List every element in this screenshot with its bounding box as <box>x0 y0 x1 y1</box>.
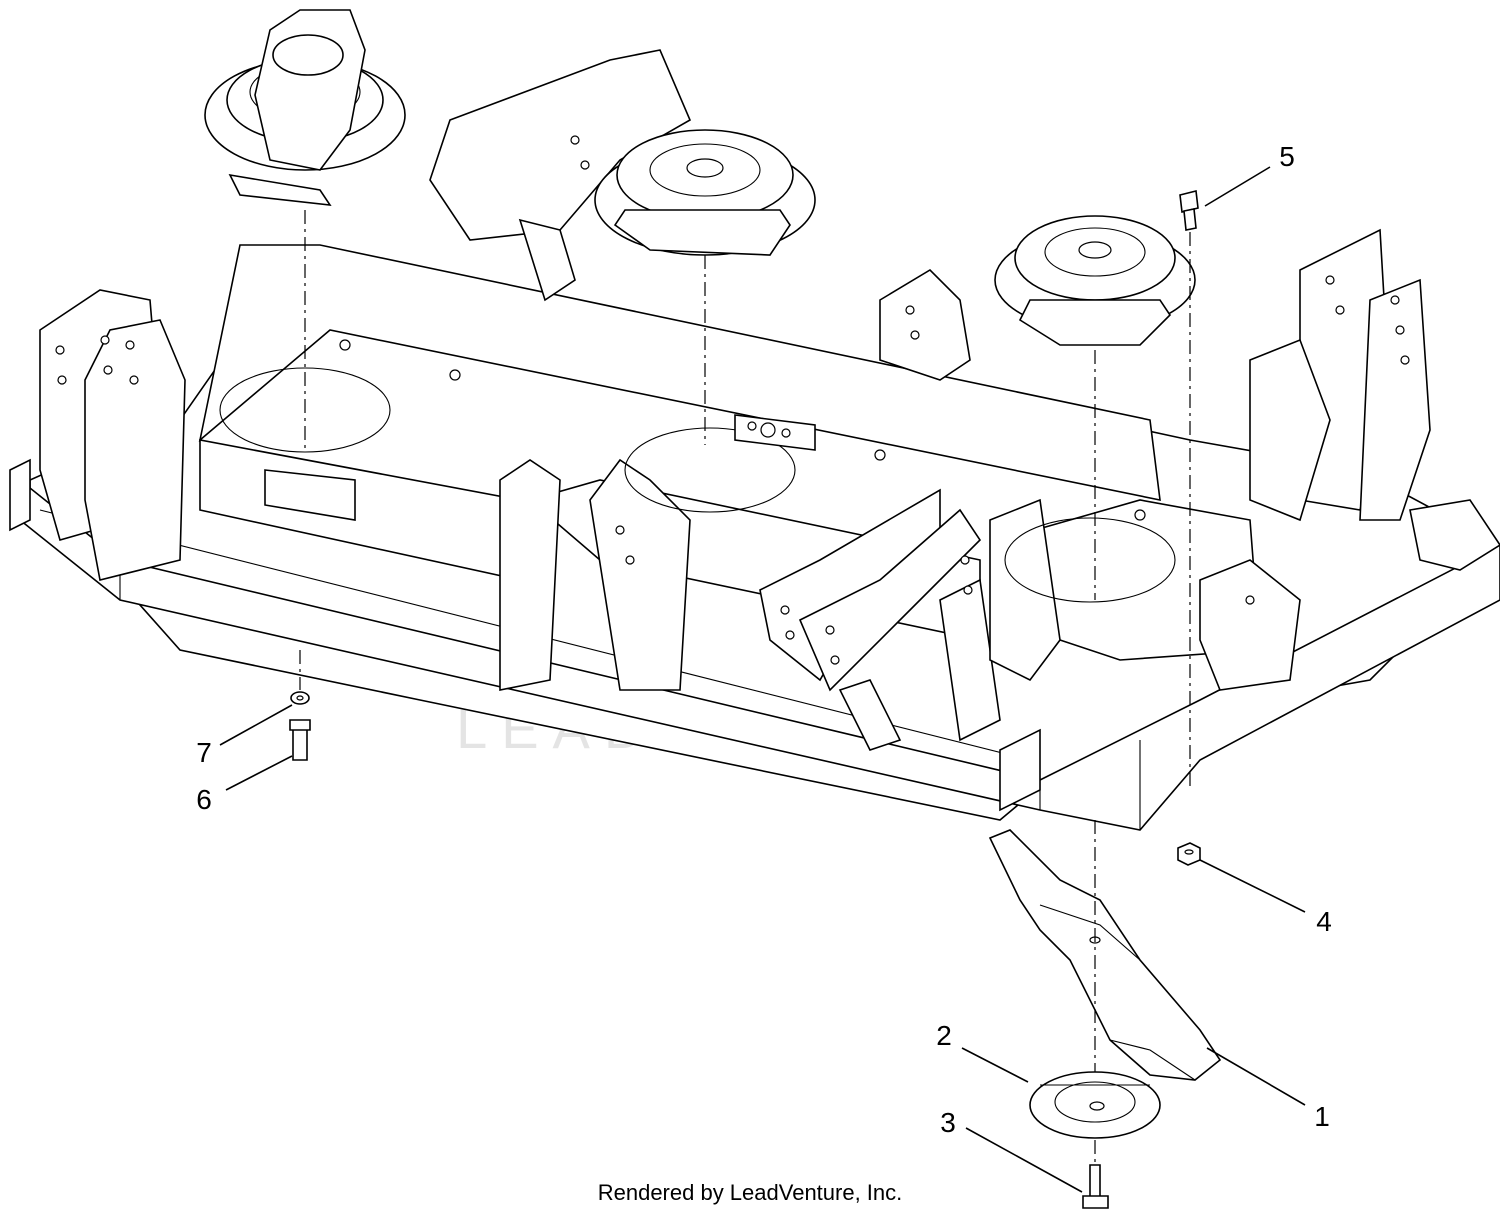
blade-bolt-item-3 <box>1082 1140 1109 1209</box>
deck-mounting-holes <box>55 275 1410 665</box>
render-credit: Rendered by LeadVenture, Inc. <box>597 1180 903 1205</box>
callout-7: 7 <box>196 737 212 768</box>
leader-1 <box>1206 1047 1306 1106</box>
blade-cup-item-2 <box>1029 1071 1161 1139</box>
leader-5 <box>1204 166 1271 207</box>
callout-1: 1 <box>1314 1101 1330 1132</box>
idler-bracket <box>429 49 971 381</box>
callout-3: 3 <box>940 1107 956 1138</box>
bolt-item-5 <box>1179 190 1199 790</box>
callout-6: 6 <box>196 784 212 815</box>
blade-item-1 <box>988 820 1222 1090</box>
callout-leaders <box>219 166 1306 1193</box>
callout-labels: 1 2 3 4 5 6 7 <box>196 141 1332 1138</box>
left-spindle-assembly <box>204 9 406 450</box>
bolt-item-6 <box>289 719 311 761</box>
callout-2: 2 <box>936 1020 952 1051</box>
right-spindle-assembly <box>994 215 1196 600</box>
center-spindle-assembly <box>594 129 816 445</box>
leader-2 <box>961 1047 1029 1083</box>
leader-4 <box>1199 859 1306 913</box>
leader-6 <box>225 755 293 791</box>
mower-deck <box>9 228 1500 831</box>
leader-3 <box>965 1127 1083 1193</box>
callout-5: 5 <box>1279 141 1295 172</box>
leader-7 <box>219 704 293 746</box>
nut-item-4 <box>1177 842 1201 866</box>
washer-item-7 <box>290 650 310 705</box>
callout-4: 4 <box>1316 906 1332 937</box>
